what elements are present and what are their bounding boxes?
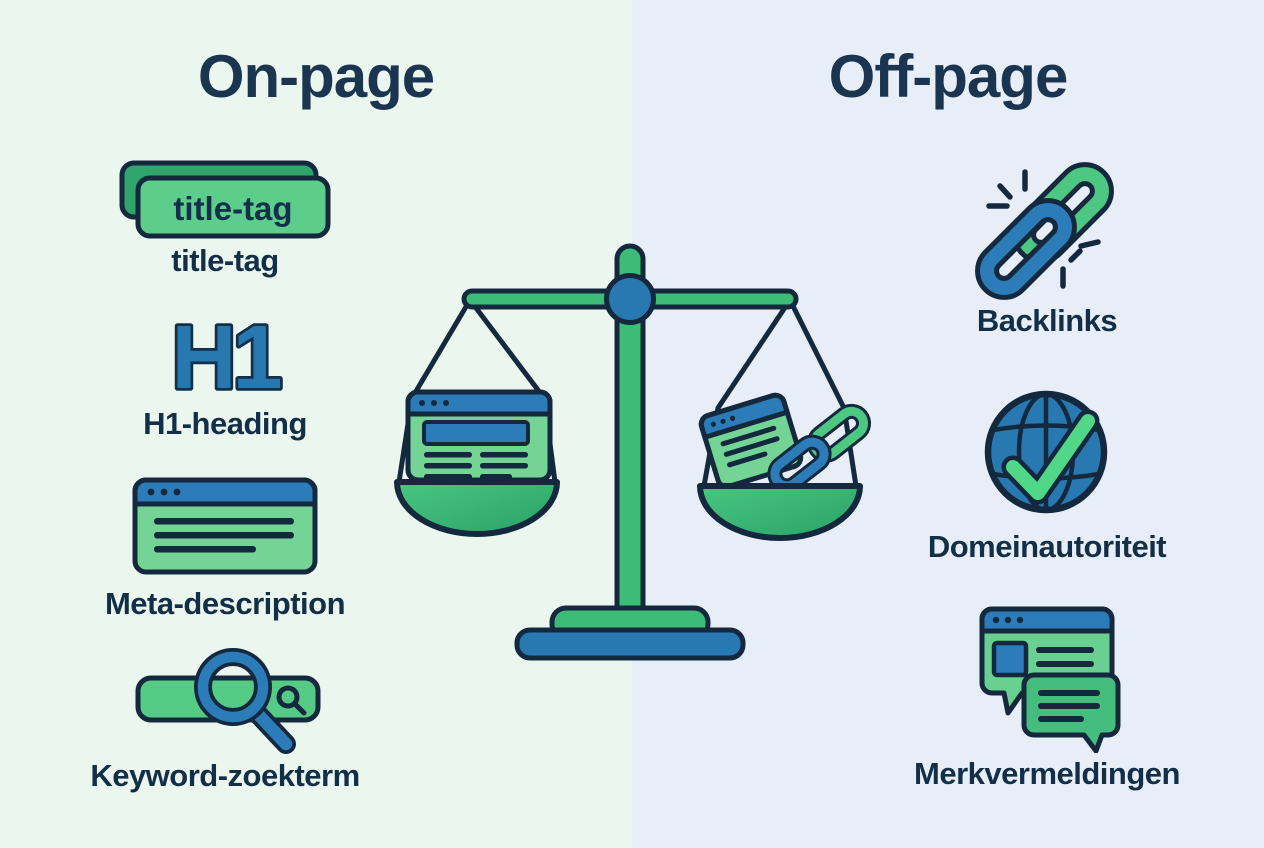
- blue-chain-link: [975, 198, 1077, 300]
- label-title-tag: title-tag: [171, 243, 279, 278]
- label-h1-heading: H1-heading: [143, 406, 307, 441]
- page-title-onpage: On-page: [197, 43, 435, 110]
- scale-pivot: [604, 273, 656, 325]
- label-merkvermeldingen: Merkvermeldingen: [914, 756, 1180, 791]
- label-domeinautoriteit: Domeinautoriteit: [927, 529, 1167, 564]
- scale-base: [514, 605, 746, 661]
- left-scale-pan: [394, 479, 560, 537]
- right-pan-link-icon: [767, 403, 872, 494]
- page-title-offpage: Off-page: [828, 43, 1069, 110]
- keyword-search-bar-icon: [135, 648, 321, 754]
- h1-icon-text: H1: [171, 308, 280, 408]
- right-scale-pan: [697, 483, 863, 541]
- title-tag-icon-text: title-tag: [173, 190, 292, 227]
- brand-mentions-chat-icon: [979, 606, 1121, 753]
- domain-authority-globe-icon: [984, 390, 1108, 514]
- left-pan-webpage-icon: [405, 389, 553, 483]
- right-pan-webpage-icon: [698, 392, 804, 490]
- small-magnifier-icon: [276, 685, 307, 716]
- meta-description-browser-icon: [132, 477, 318, 575]
- title-tag-icon: title-tag: [119, 160, 331, 239]
- checkmark-icon: [1001, 409, 1100, 505]
- h1-icon: H1: [169, 308, 287, 408]
- large-magnifier-icon: [194, 648, 296, 754]
- backlinks-chain-icon: [975, 162, 1114, 300]
- label-keyword-zoekterm: Keyword-zoekterm: [90, 758, 360, 793]
- balance-scale-icon: [394, 243, 872, 661]
- spark-lines: [986, 169, 1101, 289]
- chat-bubble: [1021, 672, 1121, 753]
- label-backlinks: Backlinks: [976, 303, 1118, 338]
- label-meta-description: Meta-description: [104, 586, 346, 621]
